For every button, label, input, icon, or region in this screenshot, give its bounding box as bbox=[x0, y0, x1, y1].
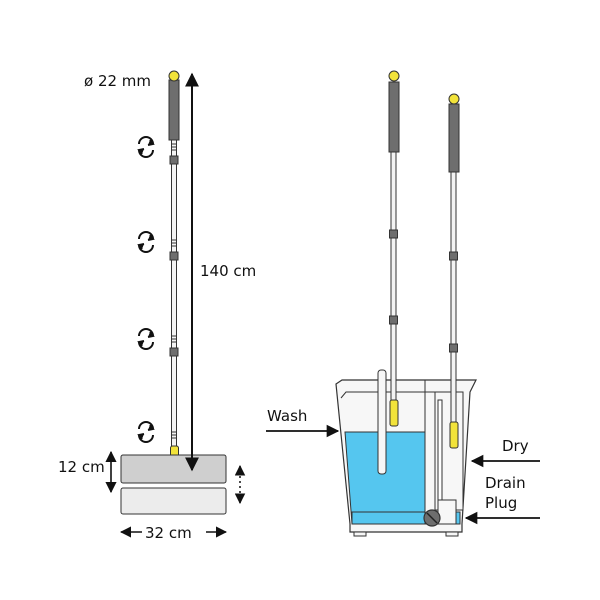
diameter-label: ø 22 mm bbox=[84, 72, 151, 90]
mop-head bbox=[120, 454, 227, 484]
handle-grip bbox=[168, 79, 180, 141]
pole-joint bbox=[169, 347, 179, 357]
drain-label: Drain bbox=[485, 474, 526, 492]
thread-marks bbox=[171, 143, 177, 439]
bucket bbox=[335, 379, 477, 537]
wash-label: Wash bbox=[267, 407, 307, 425]
plug-label: Plug bbox=[485, 494, 517, 512]
dry-label: Dry bbox=[502, 437, 529, 455]
mop-in-dry bbox=[448, 93, 460, 449]
mop-in-wash bbox=[377, 70, 400, 475]
mop-pad bbox=[120, 487, 227, 515]
bucket-divider bbox=[424, 391, 436, 525]
rotate-arrows-icon bbox=[137, 136, 155, 158]
pole-joint bbox=[169, 251, 179, 261]
left-mop bbox=[120, 70, 246, 515]
rotate-arrows-icon bbox=[137, 421, 155, 443]
pad-width-label: 32 cm bbox=[145, 524, 192, 542]
rotate-arrows-icon bbox=[137, 328, 155, 350]
length-label: 140 cm bbox=[200, 262, 256, 280]
handle-cap bbox=[168, 70, 180, 82]
rotate-arrows-icon bbox=[137, 231, 155, 253]
pad-height-label: 12 cm bbox=[58, 458, 105, 476]
pole-joint bbox=[169, 155, 179, 165]
